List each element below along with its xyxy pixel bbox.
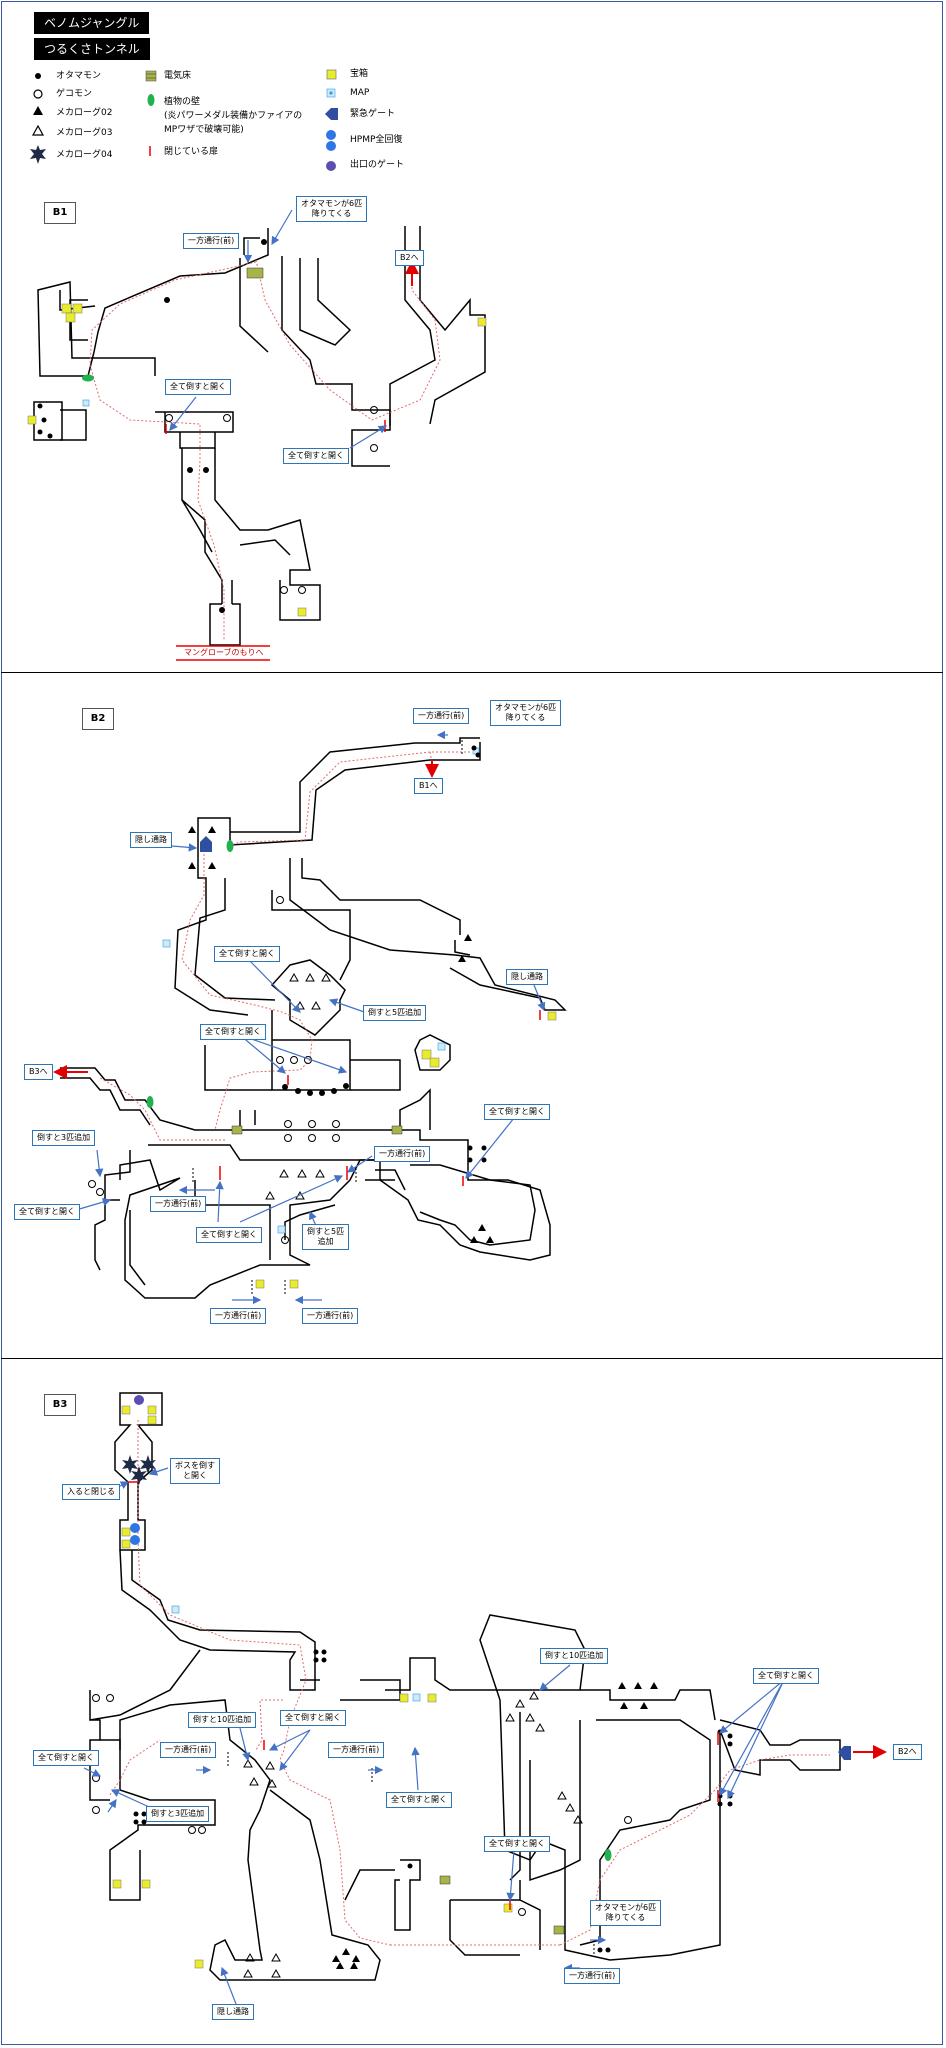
- b3-label-kill3: 倒すと3匹追加: [146, 1806, 210, 1822]
- b2-label-kill5-b: 倒すと5匹追加: [302, 1224, 350, 1250]
- b2-route: [99, 751, 470, 1141]
- b3-label-oneway-a: 一方通行(前): [160, 1742, 217, 1758]
- b2-pointers: [75, 730, 546, 1305]
- b2-markers: [53, 740, 557, 1296]
- b3-label-allkill-left: 全て倒すと開く: [33, 1750, 99, 1766]
- b1-pointers: [169, 209, 388, 449]
- b3-label-allkill-top: 全て倒すと開く: [280, 1710, 346, 1726]
- area-subtitle: つるくさトンネル: [34, 38, 150, 60]
- b2-label-kill5-a: 倒すと5匹追加: [363, 1005, 427, 1021]
- b1-walls: [33, 226, 486, 646]
- b2-label-oneway-mid-left: 一方通行(前): [150, 1196, 207, 1212]
- b1-route: [89, 259, 441, 640]
- b2-label-hidden-a: 隠し通路: [130, 832, 172, 848]
- b2-walls: [60, 737, 567, 1299]
- b2-label-allkill-a: 全て倒すと開く: [214, 946, 280, 962]
- b2-label-allkill-d: 全て倒すと開く: [14, 1204, 80, 1220]
- b2-label-oneway-top: 一方通行(前): [413, 708, 470, 724]
- legend-exit-gate: 出口のゲート: [350, 160, 405, 170]
- floor-label-b1: B1: [44, 202, 76, 224]
- legend-hpmp: HPMP全回復: [350, 135, 403, 145]
- b3-pointers: [83, 1467, 785, 2005]
- legend-icons: [30, 69, 338, 171]
- floor-label-b2: B2: [82, 708, 114, 730]
- b3-label-allkill-room: 全て倒すと開く: [484, 1836, 550, 1852]
- legend-otamamon: オタマモン: [56, 71, 102, 81]
- b1-label-otama6: オタマモンが6匹降りてくる: [296, 196, 368, 222]
- b3-label-oneway-c: 一方通行(前): [564, 1968, 621, 1984]
- b1-label-allkill-a: 全て倒すと開く: [165, 379, 231, 395]
- legend-plant-wall-note2: MPワザで破壊可能): [164, 125, 244, 135]
- legend-mekanorimon03: メカローグ03: [56, 128, 113, 138]
- b1-markers: [27, 239, 487, 661]
- b1-label-oneway: 一方通行(前): [183, 233, 240, 249]
- legend-emergency-gate: 緊急ゲート: [350, 109, 396, 119]
- b2-label-hidden-b: 隠し通路: [506, 969, 548, 985]
- legend-mekanorimon02: メカローグ02: [56, 108, 113, 118]
- b1-exit-label: マングローブのもりへ: [184, 648, 264, 657]
- b3-label-hidden: 隠し通路: [212, 2004, 254, 2020]
- b3-label-allkill-right: 全て倒すと開く: [753, 1668, 819, 1684]
- area-title: ベノムジャングル: [34, 12, 150, 34]
- b3-label-otama6: オタマモンが6匹降りてくる: [590, 1900, 662, 1926]
- b1-label-allkill-b: 全て倒すと開く: [283, 448, 349, 464]
- b2-label-kill3: 倒すと3匹追加: [32, 1130, 96, 1146]
- b3-walls: [89, 1392, 841, 1981]
- legend-mekanorimon04: メカローグ04: [56, 150, 113, 160]
- floor-divider-2: [1, 1358, 943, 1359]
- legend-plant-wall-note1: (炎パワーメダル装備かファイアの: [164, 111, 303, 121]
- legend-closed-door: 閉じている扉: [164, 147, 219, 157]
- b3-route: [109, 1420, 830, 1946]
- legend-plant-wall: 植物の壁: [164, 97, 201, 107]
- b2-label-allkill-b: 全て倒すと開く: [200, 1024, 266, 1040]
- b3-label-kill10-b: 倒すと10匹追加: [188, 1712, 257, 1728]
- floor-label-b3: B3: [44, 1394, 76, 1416]
- b3-label-boss: ボスを倒すと開く: [170, 1458, 220, 1484]
- floor-divider-1: [1, 672, 943, 673]
- b2-label-allkill-c: 全て倒すと開く: [484, 1104, 550, 1120]
- legend-electric-floor: 電気床: [164, 71, 192, 81]
- b3-label-oneway-b: 一方通行(前): [328, 1742, 385, 1758]
- b3-markers: [92, 1395, 887, 1978]
- b2-label-to-b1: B1へ: [414, 778, 443, 794]
- b2-label-to-b3: B3へ: [24, 1064, 53, 1080]
- b2-label-oneway-mid-right: 一方通行(前): [374, 1146, 431, 1162]
- b2-label-oneway-bl: 一方通行(前): [210, 1308, 267, 1324]
- legend-map: MAP: [350, 88, 370, 98]
- b2-label-allkill-e: 全て倒すと開く: [196, 1227, 262, 1243]
- legend-gekomon: ゲコモン: [56, 89, 93, 99]
- b2-label-otama6: オタマモンが6匹降りてくる: [490, 700, 562, 726]
- b3-label-to-b2: B2へ: [893, 1744, 922, 1760]
- legend-treasure: 宝箱: [350, 69, 369, 79]
- b3-label-enter-close: 入ると閉じる: [62, 1484, 120, 1500]
- b1-label-to-b2: B2へ: [395, 250, 424, 266]
- b3-label-kill10-a: 倒すと10匹追加: [540, 1648, 609, 1664]
- b2-label-oneway-br: 一方通行(前): [302, 1308, 359, 1324]
- b3-label-allkill-mid: 全て倒すと開く: [386, 1792, 452, 1808]
